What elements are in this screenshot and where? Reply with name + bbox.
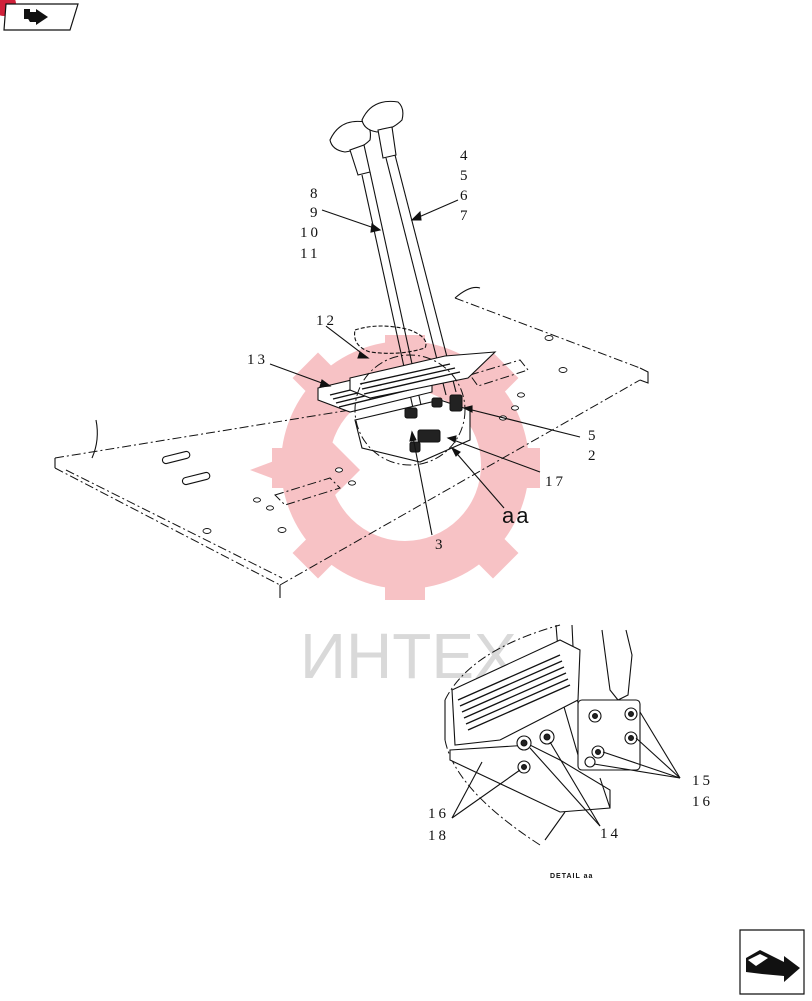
callout-6: 6 <box>460 188 471 204</box>
callout-5: 5 <box>460 168 471 184</box>
back-nav-button[interactable] <box>0 0 80 32</box>
callout-4: 4 <box>460 148 471 164</box>
callout-16-left: 16 <box>428 806 449 822</box>
callout-2: 2 <box>588 448 599 464</box>
callout-18: 18 <box>428 828 449 844</box>
callout-7: 7 <box>460 208 471 224</box>
callout-11: 11 <box>300 246 320 262</box>
next-nav-button[interactable] <box>738 928 806 996</box>
floor-plate <box>54 286 649 598</box>
callout-17: 17 <box>545 474 566 490</box>
callout-15: 15 <box>692 773 713 789</box>
callout-16-right: 16 <box>692 794 713 810</box>
callout-14: 14 <box>600 826 621 842</box>
main-callouts: 4 5 6 7 8 9 10 11 12 13 5 2 17 3 aa <box>247 148 599 553</box>
detail-aa-view <box>444 624 641 846</box>
callout-10: 10 <box>300 225 321 241</box>
control-levers <box>329 100 457 409</box>
callout-3: 3 <box>435 537 446 553</box>
arrow-back-icon <box>0 0 79 31</box>
callout-12: 12 <box>316 313 337 329</box>
detail-callouts: 15 16 16 18 14 DETAIL aa <box>428 773 713 880</box>
callout-9: 9 <box>310 205 321 221</box>
pedal-assembly <box>317 325 497 466</box>
detail-leader-lines <box>451 711 681 827</box>
main-leader-lines <box>269 199 581 536</box>
callout-8: 8 <box>310 186 321 202</box>
detail-caption: DETAIL aa <box>550 873 593 880</box>
arrow-next-icon <box>739 929 805 995</box>
callout-detail-aa: aa <box>502 503 530 528</box>
callout-5-lower: 5 <box>588 428 599 444</box>
callout-13: 13 <box>247 352 268 368</box>
